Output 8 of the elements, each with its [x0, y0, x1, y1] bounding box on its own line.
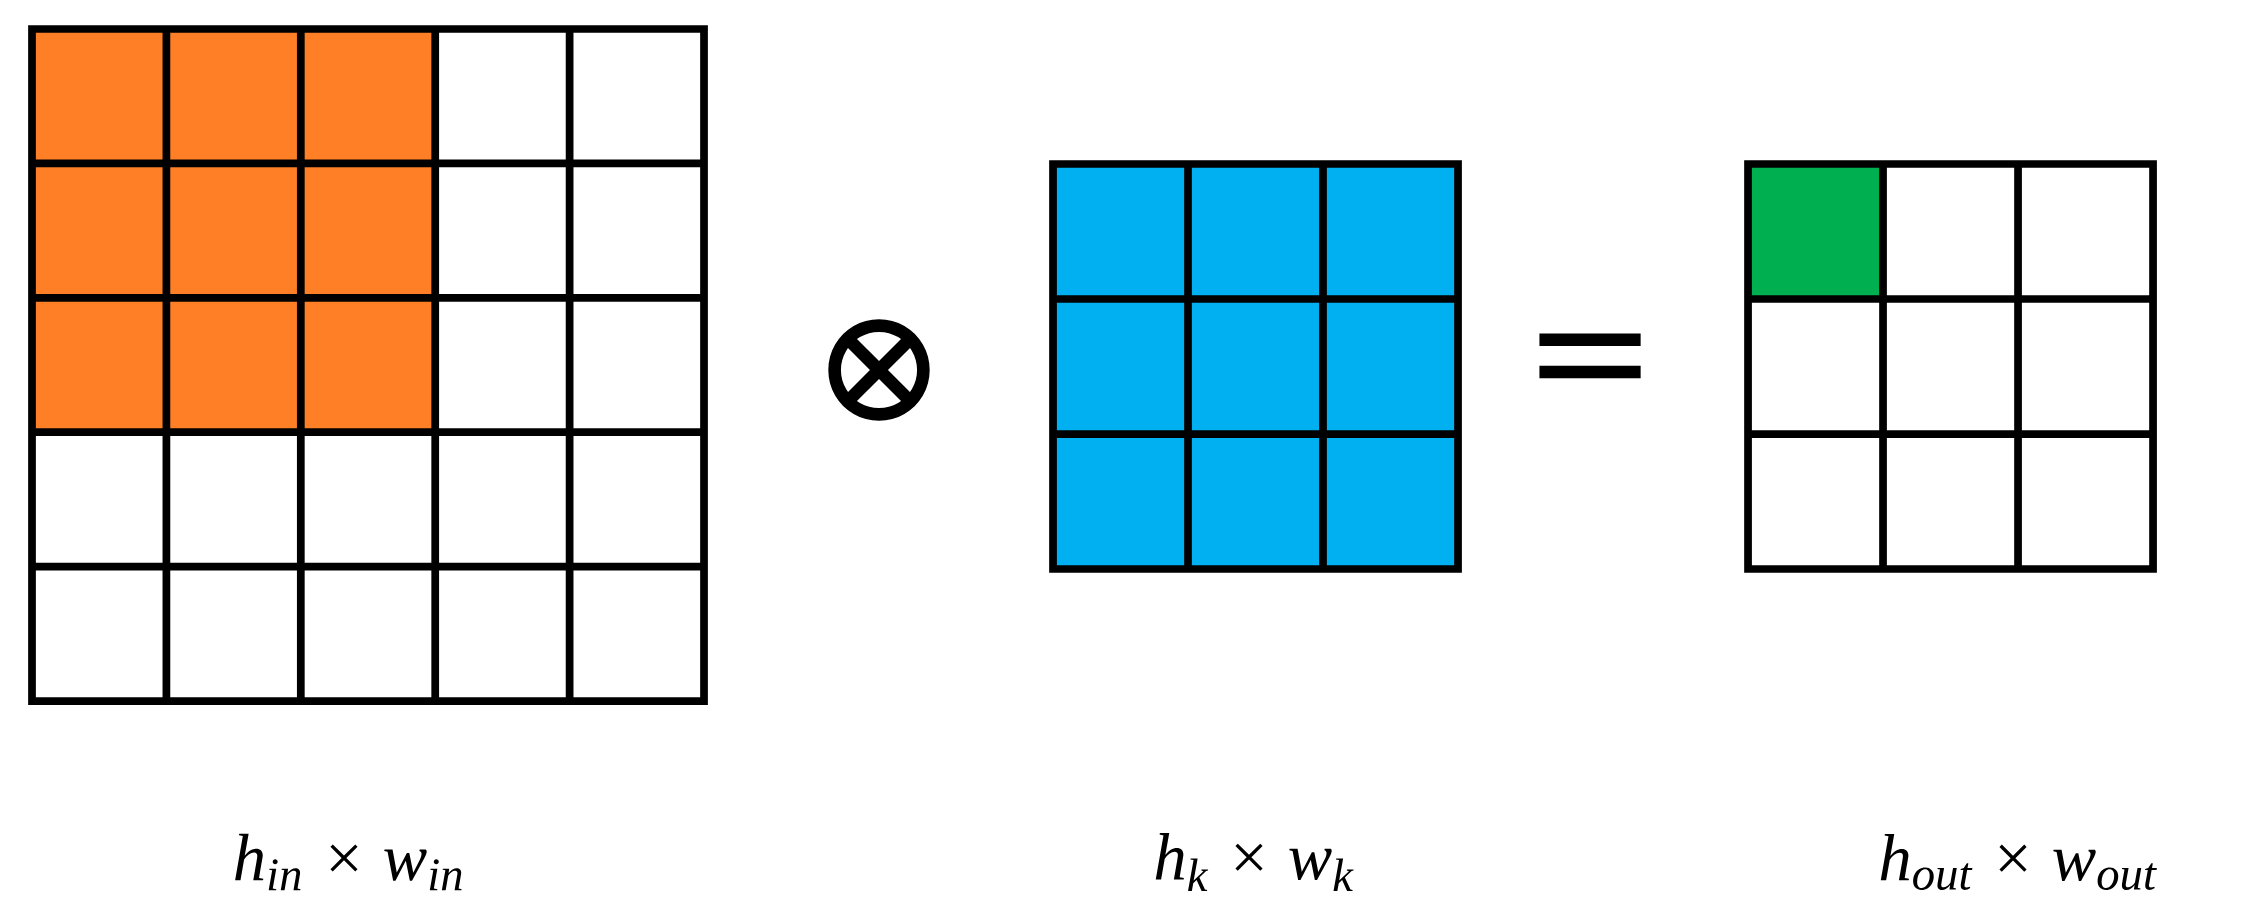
dimension-label: h$_{in}$ × w$_{in}$	[235, 833, 462, 891]
grid-drawing	[1049, 160, 1462, 573]
operator-symbol: ⊗	[828, 319, 930, 421]
grid-drawing	[28, 25, 708, 705]
dimension-label: h$_{out}$ × w$_{out}$	[1880, 834, 2157, 890]
grid-drawing	[1744, 160, 2157, 573]
dimension-label: h$_{k}$ × w$_{k}$	[1155, 833, 1354, 891]
operator-symbol: =	[1539, 333, 1641, 379]
